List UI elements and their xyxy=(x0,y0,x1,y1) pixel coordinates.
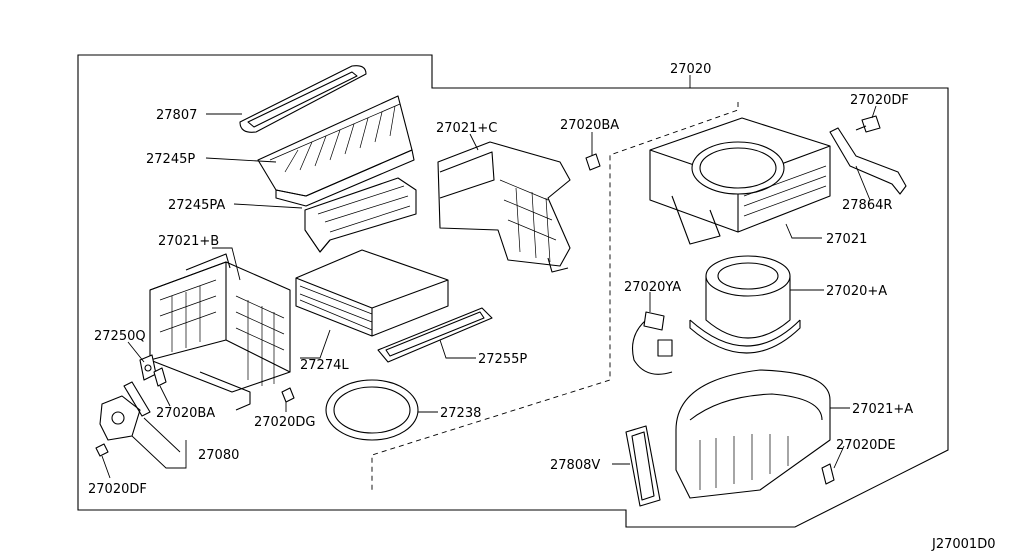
part-27238-ring xyxy=(325,379,419,441)
part-27080-motor xyxy=(99,381,151,441)
part-27808V-seal xyxy=(625,425,661,507)
part-27245P-cover xyxy=(257,95,415,207)
label-27021C: 27021+C xyxy=(436,121,497,136)
part-27021-case xyxy=(649,117,831,245)
part-27255P-frame xyxy=(377,307,493,363)
part-27021C-case xyxy=(437,141,571,273)
part-27020DE-screw xyxy=(821,463,835,485)
label-27020DF-right: 27020DF xyxy=(850,93,909,108)
label-27020DE: 27020DE xyxy=(836,438,896,453)
label-27020: 27020 xyxy=(670,62,711,77)
label-27250Q: 27250Q xyxy=(94,329,146,344)
label-27080: 27080 xyxy=(198,448,239,463)
label-27238: 27238 xyxy=(440,406,481,421)
leader-lines xyxy=(101,75,877,479)
label-27807: 27807 xyxy=(156,108,197,123)
part-27020DF-right-screw xyxy=(855,115,881,133)
label-27020BA-left: 27020BA xyxy=(156,406,215,421)
label-27808V: 27808V xyxy=(550,458,600,473)
label-27021B: 27021+B xyxy=(158,234,219,249)
label-27020YA: 27020YA xyxy=(624,280,681,295)
drawing-code: J27001D0 xyxy=(931,537,995,552)
label-27021: 27021 xyxy=(826,232,867,247)
part-27020DG-screw xyxy=(281,387,295,403)
part-27020BA-left-clip xyxy=(153,367,167,387)
part-27020DF-left-screw xyxy=(95,443,109,457)
part-27274L-filter xyxy=(295,249,449,337)
dashed-boundary xyxy=(371,102,739,490)
label-27020DG: 27020DG xyxy=(254,415,315,430)
label-27245P: 27245P xyxy=(146,152,195,167)
label-27020BA-mid: 27020BA xyxy=(560,118,619,133)
part-27864R-bracket xyxy=(829,127,907,195)
label-27255P: 27255P xyxy=(478,352,527,367)
part-27021A-case xyxy=(675,369,831,499)
part-27020A-blower xyxy=(689,255,801,354)
label-27020DF-left: 27020DF xyxy=(88,482,147,497)
label-27020A: 27020+A xyxy=(826,284,887,299)
part-27020BA-mid-clip xyxy=(585,153,601,171)
part-27021B-housing xyxy=(149,253,291,411)
label-27274L: 27274L xyxy=(300,358,349,373)
part-27020YA-harness xyxy=(631,311,673,375)
assembly-frame xyxy=(77,54,949,528)
part-27245PA-holder xyxy=(304,177,417,253)
part-27807-gasket xyxy=(239,65,367,133)
label-27245PA: 27245PA xyxy=(168,198,225,213)
label-27021A: 27021+A xyxy=(852,402,913,417)
label-27864R: 27864R xyxy=(842,198,892,213)
